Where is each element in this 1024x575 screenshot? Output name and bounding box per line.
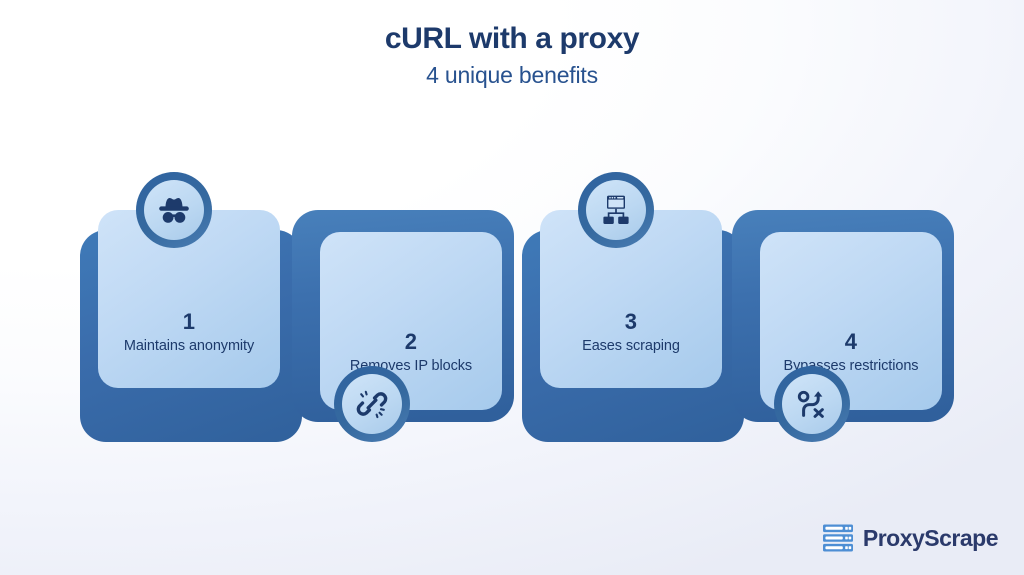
- card-label: Eases scraping: [582, 338, 680, 355]
- benefit-card-4[interactable]: 4 Bypasses restrictions: [732, 210, 954, 442]
- broken-chain-link-icon: [334, 366, 410, 442]
- page-subtitle: 4 unique benefits: [426, 61, 598, 88]
- card-text: 2 Removes IP blocks: [320, 330, 502, 377]
- card-number: 1: [182, 309, 196, 334]
- benefit-card-1[interactable]: 1 Maintains anonymity: [70, 172, 302, 442]
- browser-sitemap-icon: [578, 172, 654, 248]
- brand-name: ProxyScrape: [862, 524, 999, 551]
- card-text: 1 Maintains anonymity: [98, 310, 280, 357]
- card-label: Maintains anonymity: [123, 338, 255, 355]
- benefit-card-2[interactable]: 2 Removes IP blocks: [292, 210, 514, 442]
- card-text: 3 Eases scraping: [540, 310, 722, 357]
- server-rack-icon: [822, 524, 853, 552]
- card-number: 2: [404, 329, 418, 354]
- brand-logo[interactable]: ProxyScrape: [822, 523, 999, 553]
- icon-inner-circle: [144, 180, 204, 240]
- card-number: 3: [624, 309, 638, 334]
- incognito-spy-icon: [136, 172, 212, 248]
- icon-inner-circle: [342, 374, 402, 434]
- header: cURL with a proxy 4 unique benefits: [0, 22, 1024, 89]
- detour-bypass-arrow-icon: [774, 366, 850, 442]
- icon-inner-circle: [782, 374, 842, 434]
- benefit-card-3[interactable]: 3 Eases scraping: [512, 172, 744, 442]
- card-text: 4 Bypasses restrictions: [760, 330, 942, 377]
- page-title: cURL with a proxy: [384, 22, 640, 55]
- icon-inner-circle: [586, 180, 646, 240]
- card-number: 4: [844, 329, 858, 354]
